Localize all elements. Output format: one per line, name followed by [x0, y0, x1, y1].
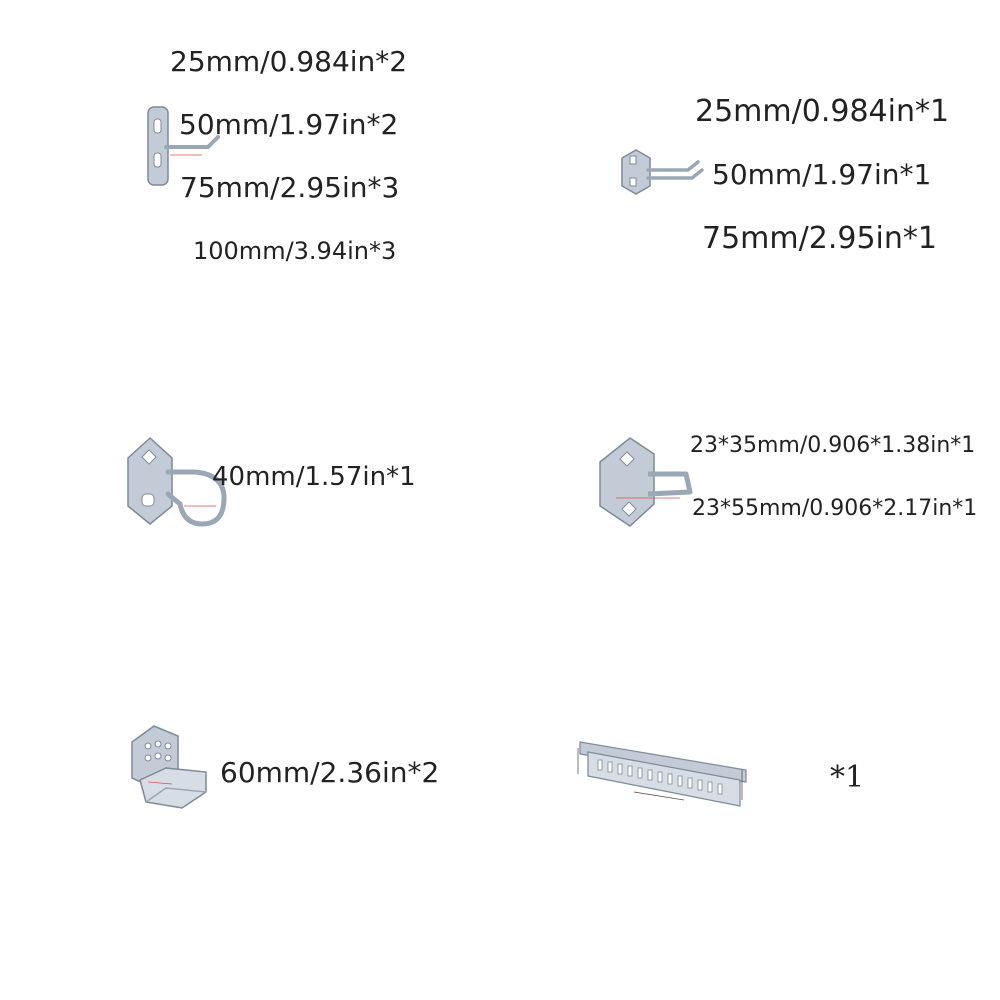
straight-hook-size-75: 75mm/2.95in*3: [180, 171, 400, 204]
rectangular-hook-size-35: 23*35mm/0.906*1.38in*1: [690, 433, 976, 458]
cup-holder-size: 60mm/2.36in*2: [220, 756, 440, 789]
double-prong-size-75: 75mm/2.95in*1: [702, 221, 937, 256]
straight-hook-size-25: 25mm/0.984in*2: [170, 45, 408, 78]
straight-hook-size-100: 100mm/3.94in*3: [193, 237, 397, 265]
loop-hook-size: 40mm/1.57in*1: [212, 462, 416, 492]
double-prong-size-25: 25mm/0.984in*1: [695, 94, 950, 129]
double-prong-hook-icon: [618, 148, 706, 196]
double-prong-size-50: 50mm/1.97in*1: [712, 158, 932, 191]
rectangular-hook-size-55: 23*55mm/0.906*2.17in*1: [692, 496, 978, 521]
screwdriver-rack-quantity: *1: [830, 760, 865, 795]
loop-hook-icon: [124, 434, 232, 529]
cup-holder-icon: [126, 722, 212, 810]
straight-hook-size-50: 50mm/1.97in*2: [179, 108, 399, 141]
screwdriver-rack-icon: [574, 736, 750, 816]
rectangular-hook-icon: [596, 434, 696, 529]
straight-hook-icon: [140, 105, 225, 190]
